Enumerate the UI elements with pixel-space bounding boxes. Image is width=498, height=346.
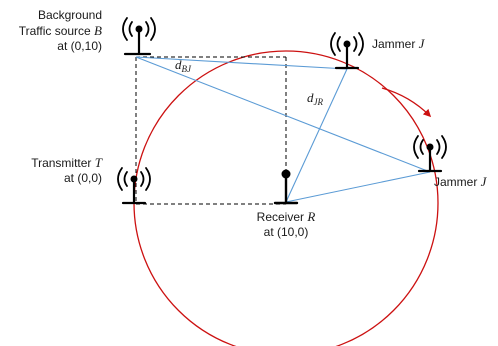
- receiver-coords: at (10,0): [263, 225, 309, 239]
- receiver-label: Receiver R at (10,0): [236, 209, 336, 240]
- jammer-top-label: Jammer J: [372, 36, 425, 51]
- transmitter-line1: Transmitter T: [31, 155, 102, 170]
- link-jammer-right-to-receiver: [285, 171, 431, 203]
- rotation-arrow: [381, 87, 432, 118]
- jammer-right-label: Jammer J: [434, 174, 487, 189]
- background-line2: Traffic source B: [18, 23, 102, 38]
- transmitter-coords: at (0,0): [63, 171, 102, 185]
- jammer-top-icon: [330, 32, 364, 70]
- background-source-icon: [122, 17, 156, 56]
- receiver-line1: Receiver R: [256, 209, 316, 224]
- dashed-rectangle: [135, 56, 287, 205]
- link-b-to-jammer-right: [135, 56, 431, 173]
- distance-jr-label: dJR: [307, 90, 323, 107]
- link-jammer-top-to-receiver: [285, 68, 348, 203]
- link-b-to-jammer-top: [135, 56, 348, 70]
- distance-bj-label: dBJ: [175, 57, 191, 74]
- receiver-icon: [273, 169, 299, 205]
- link-lines: [135, 56, 431, 203]
- jammer-right-icon: [413, 135, 447, 173]
- background-line1: Background: [37, 8, 102, 22]
- background-coords: at (0,10): [57, 39, 102, 53]
- background-source-label: Background Traffic source B at (0,10): [4, 8, 102, 54]
- transmitter-icon: [117, 167, 151, 205]
- transmitter-label: Transmitter T at (0,0): [4, 155, 102, 186]
